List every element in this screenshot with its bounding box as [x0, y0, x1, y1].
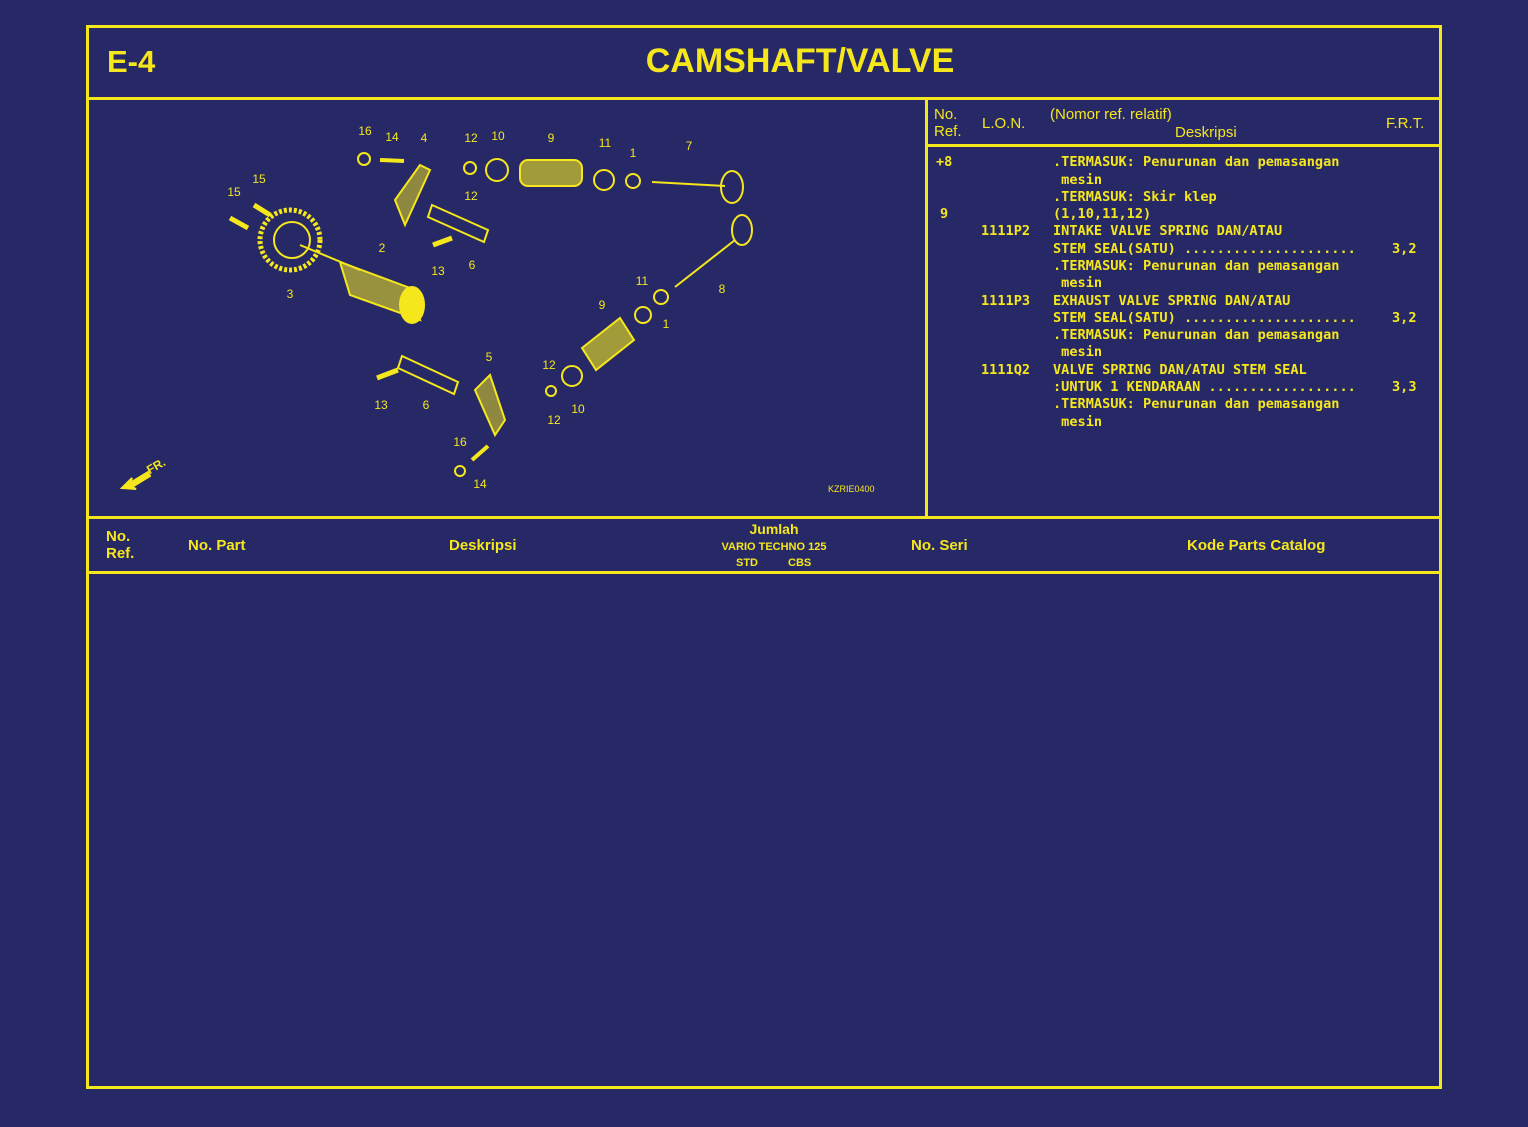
desc-line: STEM SEAL(SATU) .....................	[1053, 310, 1356, 326]
frt-value: 3,2	[1392, 310, 1417, 326]
desc-line: INTAKE VALVE SPRING DAN/ATAU	[1053, 223, 1283, 239]
callout: 12	[464, 131, 478, 145]
lon-code: 1111P3	[981, 293, 1031, 309]
callout: 14	[473, 477, 487, 491]
callout: 9	[547, 131, 555, 145]
frt-value: 3,3	[1392, 379, 1417, 395]
desc-line: .TERMASUK: Penurunan dan pemasangan	[1053, 327, 1340, 343]
desc-line: .TERMASUK: Penurunan dan pemasangan	[1053, 154, 1340, 170]
divider	[86, 571, 1442, 574]
lon-header-lon: L.O.N.	[982, 115, 1026, 132]
callout: 12	[542, 358, 556, 372]
callout: 15	[227, 185, 241, 199]
lon-code: 1111Q2	[981, 362, 1031, 378]
callout: 11	[635, 274, 649, 288]
parts-header-no-ref: No. Ref.	[106, 528, 135, 562]
parts-header-cbs: CBS	[788, 557, 812, 569]
diagram-code: KZRIE0400	[828, 484, 875, 494]
desc-line: STEM SEAL(SATU) .....................	[1053, 241, 1356, 257]
desc-line: mesin	[1053, 172, 1103, 188]
callout: 6	[468, 258, 476, 272]
camshaft	[299, 244, 425, 324]
callout: 12	[547, 413, 561, 427]
ref-number: +8	[936, 154, 953, 170]
parts-header-deskripsi: Deskripsi	[449, 537, 517, 554]
fr-arrow-icon	[119, 470, 152, 490]
divider	[927, 144, 1439, 147]
desc-line: VALVE SPRING DAN/ATAU STEM SEAL	[1053, 362, 1307, 378]
desc-line: EXHAUST VALVE SPRING DAN/ATAU	[1053, 293, 1291, 309]
callout: 13	[431, 264, 445, 278]
parts-header-kode: Kode Parts Catalog	[1187, 537, 1326, 554]
callout: 11	[598, 136, 612, 150]
callout: 8	[718, 282, 726, 296]
callout: 5	[485, 350, 493, 364]
ref-number: 9	[940, 206, 949, 222]
callout: 6	[422, 398, 430, 412]
desc-line: .TERMASUK: Skir klep	[1053, 189, 1217, 205]
desc-line: :UNTUK 1 KENDARAAN ..................	[1053, 379, 1356, 395]
parts-header-std: STD	[736, 557, 758, 569]
lon-header-desc: Deskripsi	[1175, 124, 1237, 141]
callout: 2	[378, 241, 386, 255]
frt-value: 3,2	[1392, 241, 1417, 257]
page-title: CAMSHAFT/VALVE	[645, 42, 955, 80]
callout: 3	[286, 287, 294, 301]
desc-line: (1,10,11,12)	[1053, 206, 1152, 222]
callout: 10	[571, 402, 585, 416]
valve-spring-lower	[580, 316, 636, 372]
parts-header-no-seri: No. Seri	[911, 537, 968, 554]
lon-header-frt: F.R.T.	[1386, 115, 1425, 132]
lon-header-no-ref: No. Ref.	[934, 106, 962, 140]
section-code: E-4	[107, 44, 156, 79]
rocker-arm-lower	[473, 373, 507, 438]
parts-header-model: VARIO TECHNO 125	[721, 541, 827, 553]
desc-line: .TERMASUK: Penurunan dan pemasangan	[1053, 258, 1340, 274]
parts-table-body	[89, 574, 1436, 1082]
bolts	[228, 158, 490, 462]
callout: 10	[491, 129, 505, 143]
callout: 16	[453, 435, 467, 449]
intake-valve	[651, 170, 744, 204]
retainers	[357, 152, 669, 477]
desc-line: mesin	[1053, 344, 1103, 360]
callout: 4	[420, 131, 428, 145]
catalog-frame	[86, 25, 1442, 1089]
rocker-arm-upper	[393, 163, 432, 228]
callout: 13	[374, 398, 388, 412]
desc-line: mesin	[1053, 414, 1103, 430]
parts-header-jumlah: Jumlah	[749, 521, 799, 537]
divider	[86, 97, 1442, 100]
rocker-shaft-lower	[396, 354, 460, 396]
cam-sprocket	[257, 207, 323, 273]
callout: 16	[358, 124, 372, 138]
rocker-shaft-upper	[426, 203, 490, 244]
callout: 15	[252, 172, 266, 186]
parts-header-no-part: No. Part	[188, 537, 246, 554]
callout: 7	[685, 139, 693, 153]
desc-line: mesin	[1053, 275, 1103, 291]
exhaust-valve	[674, 214, 753, 288]
desc-line: .TERMASUK: Penurunan dan pemasangan	[1053, 396, 1340, 412]
divider	[925, 97, 928, 519]
callout: 1	[629, 146, 637, 160]
callout: 9	[598, 298, 606, 312]
valve-spring-upper	[519, 159, 583, 187]
callout: 1	[662, 317, 670, 331]
callout: 14	[385, 130, 399, 144]
lon-code: 1111P2	[981, 223, 1031, 239]
divider	[86, 516, 1442, 519]
lon-header-desc-note: (Nomor ref. relatif)	[1050, 106, 1172, 123]
callout: 12	[464, 189, 478, 203]
